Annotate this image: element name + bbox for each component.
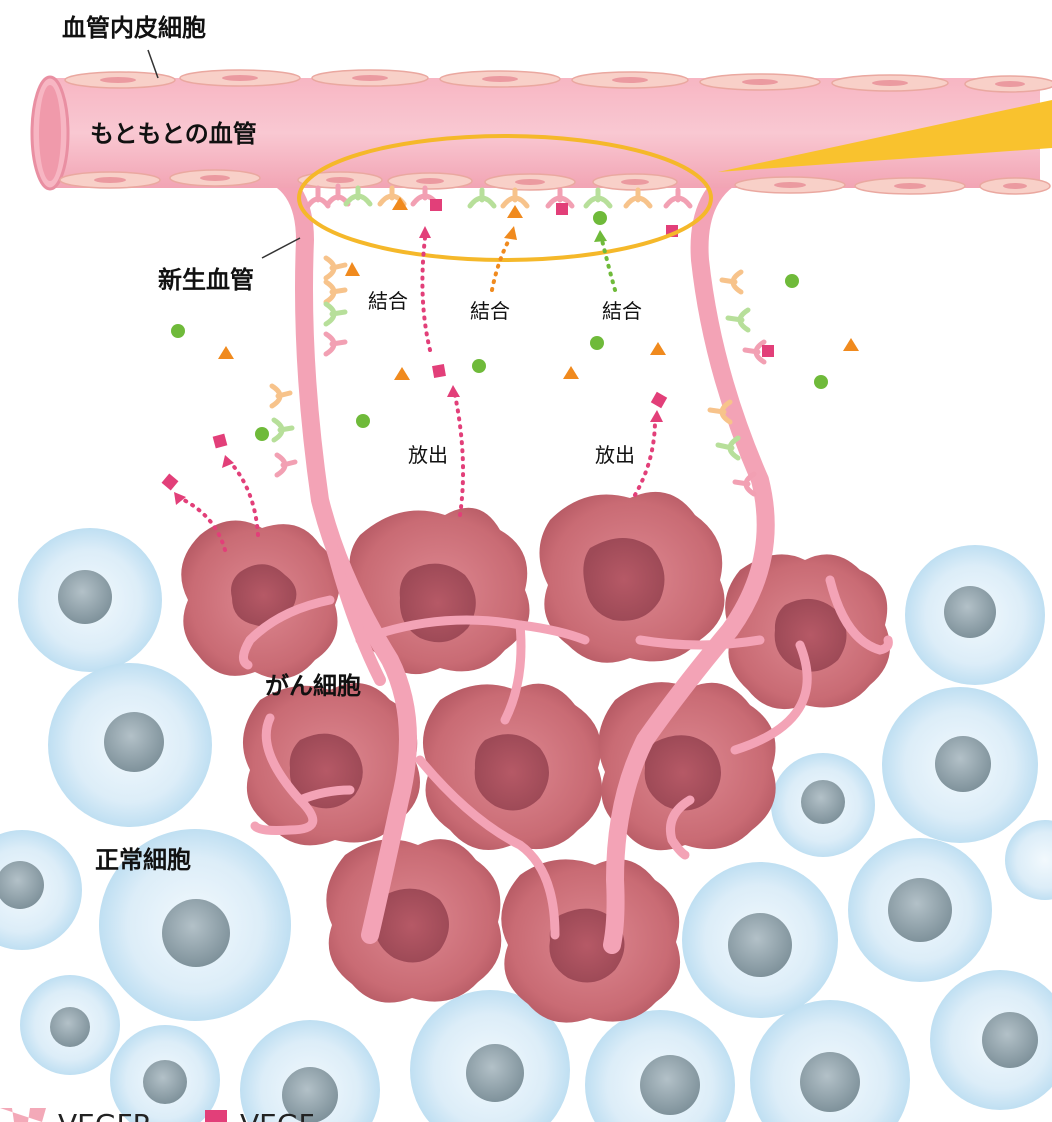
vegf-magenta-icon	[162, 474, 179, 491]
legend-receptor-label: VEGFR	[58, 1108, 152, 1122]
normal-cell	[930, 970, 1052, 1110]
normal-cell	[1005, 820, 1052, 900]
vegf-magenta-icon	[213, 434, 228, 449]
binding-arrow-green	[602, 240, 615, 290]
vegf-green-icon	[814, 375, 828, 389]
vegf-orange-icon	[650, 342, 666, 355]
receptors-sprouts	[272, 258, 764, 494]
legend-receptor-icon	[0, 1108, 46, 1122]
normal-cell	[20, 975, 120, 1075]
vegf-orange-icon	[843, 338, 859, 351]
vegf-orange-icon	[563, 366, 579, 379]
binding-arrow-orange	[492, 238, 510, 290]
vegf-green-icon	[472, 359, 486, 373]
normal-cell	[905, 545, 1045, 685]
release-arrow	[635, 420, 655, 495]
label-endothelial-cell: 血管内皮細胞	[62, 14, 206, 42]
cancer-cell	[501, 859, 680, 1023]
bound-ligands	[392, 197, 678, 237]
label-release-2: 放出	[595, 443, 635, 467]
normal-cell	[682, 862, 838, 1018]
normal-cell	[18, 528, 162, 672]
legend-ligand-icon	[205, 1110, 227, 1122]
receptor-pink-icon	[666, 190, 690, 206]
normal-cell	[585, 1010, 735, 1122]
receptor-pink-icon	[308, 188, 328, 206]
release-arrow	[455, 395, 463, 515]
normal-cell	[882, 687, 1038, 843]
vegf-orange-icon	[218, 346, 234, 359]
vegf-magenta-icon	[651, 392, 667, 408]
label-binding-3: 結合	[602, 299, 642, 323]
label-new-vessel: 新生血管	[158, 266, 254, 294]
vegf-magenta-icon	[556, 203, 568, 215]
normal-cell	[48, 663, 212, 827]
vegf-green-icon	[590, 336, 604, 350]
vegf-orange-icon	[507, 205, 523, 218]
vegf-green-icon	[171, 324, 185, 338]
vegf-magenta-icon	[432, 364, 446, 378]
vegf-green-icon	[593, 211, 607, 225]
normal-cell	[750, 1000, 910, 1122]
cancer-cell	[326, 839, 501, 1003]
receptor-orange-icon	[626, 190, 650, 206]
normal-cell	[240, 1020, 380, 1122]
receptor-green-icon	[346, 188, 370, 204]
label-original-vessel: もともとの血管	[90, 120, 257, 148]
normal-cell	[771, 753, 875, 857]
receptor-orange-icon	[503, 190, 527, 206]
vegf-magenta-icon	[430, 199, 442, 211]
label-binding-2: 結合	[470, 299, 510, 323]
vegf-green-icon	[356, 414, 370, 428]
vegf-orange-icon	[394, 367, 410, 380]
normal-cell	[848, 838, 992, 982]
label-cancer-cell: がん細胞	[265, 672, 361, 700]
label-normal-cell: 正常細胞	[95, 846, 191, 874]
receptor-green-icon	[470, 190, 494, 206]
receptor-green-icon	[586, 190, 610, 206]
label-release-1: 放出	[408, 443, 448, 467]
vegf-green-icon	[785, 274, 799, 288]
normal-cell	[0, 830, 82, 950]
legend-ligand-label: VEGF	[240, 1108, 315, 1122]
leader-new-vessel	[262, 238, 300, 258]
label-binding-1: 結合	[368, 289, 408, 313]
